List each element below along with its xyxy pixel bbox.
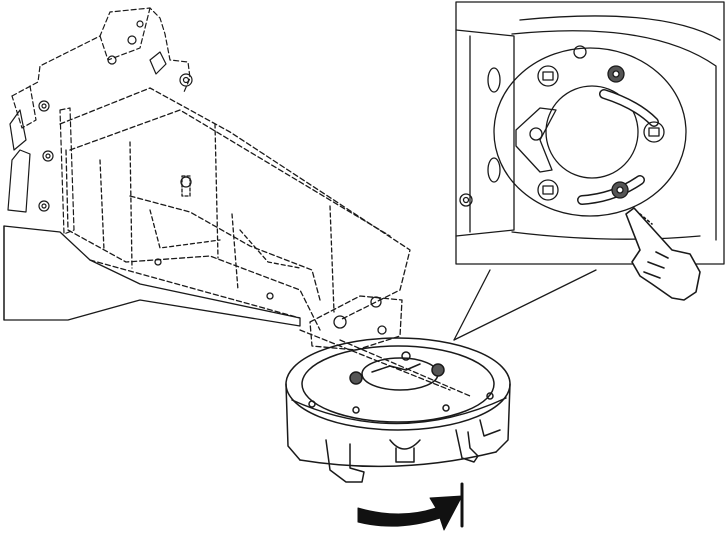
pointing-hand-icon — [625, 207, 701, 301]
pendant-ring-base — [285, 337, 511, 483]
rotation-arrow — [357, 482, 464, 531]
wall-mount-bracket — [7, 7, 193, 235]
detail-callout — [455, 1, 725, 265]
callout-leader — [453, 269, 597, 341]
mount-arm — [3, 87, 471, 397]
